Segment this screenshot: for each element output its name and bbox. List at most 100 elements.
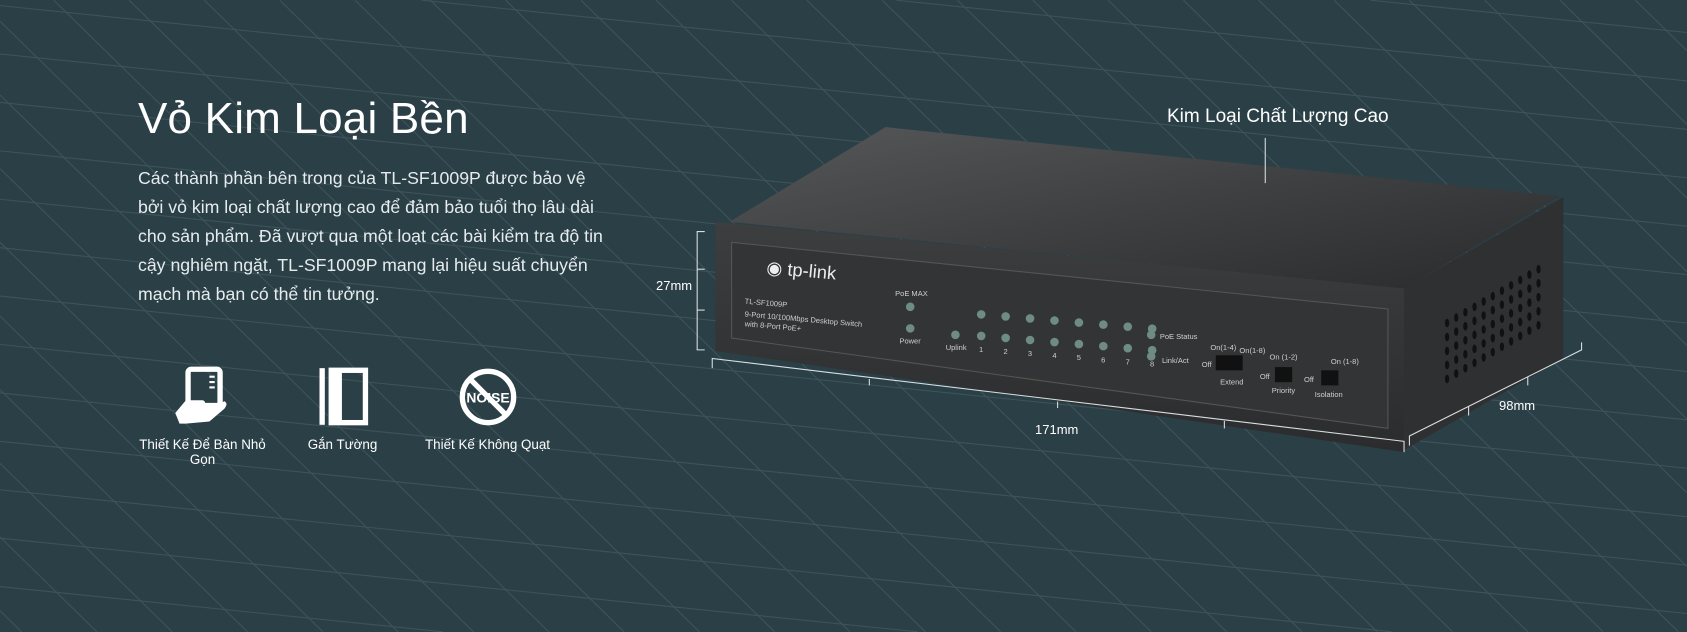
- vent-hole: [1508, 295, 1514, 304]
- grid-line: [354, 0, 1001, 632]
- switch-label: Off: [1260, 372, 1271, 381]
- vent-hole: [1508, 309, 1514, 318]
- grid-line: [1409, 0, 1687, 273]
- vent-hole: [1527, 270, 1532, 279]
- led-indicator: [951, 330, 960, 340]
- led-indicator: [1147, 324, 1157, 333]
- led-indicator: [1074, 318, 1084, 327]
- poe-max-label: PoE MAX: [895, 289, 928, 298]
- vent-hole: [1463, 335, 1468, 345]
- isolation-switch: [1321, 370, 1339, 386]
- led-indicator: [1099, 341, 1108, 351]
- link-act-label: Link/Act: [1162, 356, 1190, 365]
- vent-hole: [1444, 360, 1450, 370]
- vent-hole: [1481, 353, 1486, 362]
- vent-hole: [1508, 336, 1514, 346]
- grid-line: [0, 392, 1687, 566]
- led-indicator: [1050, 337, 1059, 347]
- grid-line: [0, 389, 248, 632]
- vent-hole: [1481, 325, 1486, 334]
- grid-line: [53, 0, 700, 632]
- grid-line: [0, 440, 1687, 615]
- feature-label: Thiết Kế Để Bàn Nhỏ Gọn: [139, 437, 266, 467]
- vent-hole: [1499, 328, 1505, 337]
- vent-hole: [1472, 302, 1477, 312]
- vent-hole: [1536, 278, 1541, 288]
- vent-hole: [1444, 346, 1450, 356]
- port-label: 6: [1101, 355, 1105, 364]
- vent-hole: [1518, 303, 1523, 313]
- vent-hole: [1463, 349, 1468, 359]
- led-indicator: [1025, 314, 1035, 323]
- feature-compact-desktop: Thiết Kế Để Bàn Nhỏ Gọn: [138, 366, 267, 467]
- page-title: Vỏ Kim Loại Bền: [138, 94, 469, 143]
- grid-line: [1634, 0, 1687, 52]
- vent-hole: [1472, 330, 1477, 340]
- uplink-label: Uplink: [946, 343, 967, 352]
- vent-hole: [1463, 363, 1468, 373]
- vent-hole: [1472, 358, 1477, 368]
- vent-hole: [1508, 281, 1514, 290]
- vent-hole: [1472, 344, 1477, 354]
- led-indicator: [1001, 333, 1010, 343]
- vent-hole: [1508, 322, 1514, 332]
- vent-hole: [1518, 275, 1523, 285]
- vent-hole: [1499, 286, 1505, 296]
- led-indicator: [1001, 312, 1010, 321]
- switch-label: Extend: [1220, 377, 1243, 386]
- port-label: 2: [1003, 347, 1007, 356]
- no-noise-icon: NOISE: [459, 368, 516, 426]
- extend-switch: [1215, 355, 1243, 371]
- vent-hole: [1499, 300, 1505, 310]
- port-label: 3: [1028, 349, 1032, 358]
- vent-hole: [1536, 292, 1541, 302]
- grid-line: [0, 586, 443, 632]
- switch-label: Off: [1202, 360, 1213, 369]
- vent-hole: [1518, 331, 1523, 341]
- led-indicator: [1123, 322, 1133, 331]
- feature-label: Gắn Tường: [307, 437, 378, 452]
- vent-hole: [1499, 314, 1505, 323]
- vent-hole: [1490, 347, 1495, 357]
- callout-label: Kim Loại Chất Lượng Cao: [1167, 106, 1389, 127]
- vent-hole: [1454, 355, 1459, 364]
- priority-switch: [1274, 367, 1293, 383]
- switch-label: Priority: [1272, 386, 1296, 395]
- grid-line: [128, 0, 776, 632]
- vent-hole: [1527, 298, 1532, 307]
- vent-hole: [1499, 342, 1505, 351]
- vent-hole: [1527, 326, 1532, 335]
- switch-side: [1404, 197, 1564, 450]
- vent-hole: [1490, 291, 1495, 301]
- feature-wall-mount: Gắn Tường: [278, 366, 407, 452]
- switch-top: [729, 127, 1561, 289]
- vent-hole: [1490, 305, 1495, 315]
- vent-hole: [1444, 332, 1450, 342]
- vent-hole: [1444, 318, 1450, 328]
- grid-line: [0, 536, 98, 632]
- vent-hole: [1463, 307, 1468, 317]
- hand-holding-device-icon: [174, 366, 226, 424]
- switch-label: Off: [1304, 375, 1315, 384]
- vent-hole: [1454, 341, 1459, 350]
- grid-line: [0, 315, 324, 632]
- width-label: 171mm: [1035, 422, 1079, 437]
- vent-hole: [1472, 316, 1477, 326]
- port-label: 7: [1126, 357, 1130, 366]
- grid-line: [0, 241, 399, 632]
- vent-hole: [1536, 306, 1541, 316]
- grid-line: [0, 489, 1392, 632]
- led-indicator: [1050, 316, 1059, 325]
- grid-line: [1484, 0, 1687, 199]
- vent-hole: [1490, 333, 1495, 343]
- port-label: 5: [1077, 353, 1081, 362]
- poe-status-label: PoE Status: [1160, 332, 1198, 341]
- grid-line: [0, 343, 1687, 518]
- led-indicator: [1123, 343, 1133, 353]
- grid-line: [0, 537, 918, 632]
- grid-line: [0, 94, 550, 632]
- feature-fanless: NOISE Thiết Kế Không Quạt: [423, 366, 552, 452]
- port-label: 8: [1150, 359, 1154, 368]
